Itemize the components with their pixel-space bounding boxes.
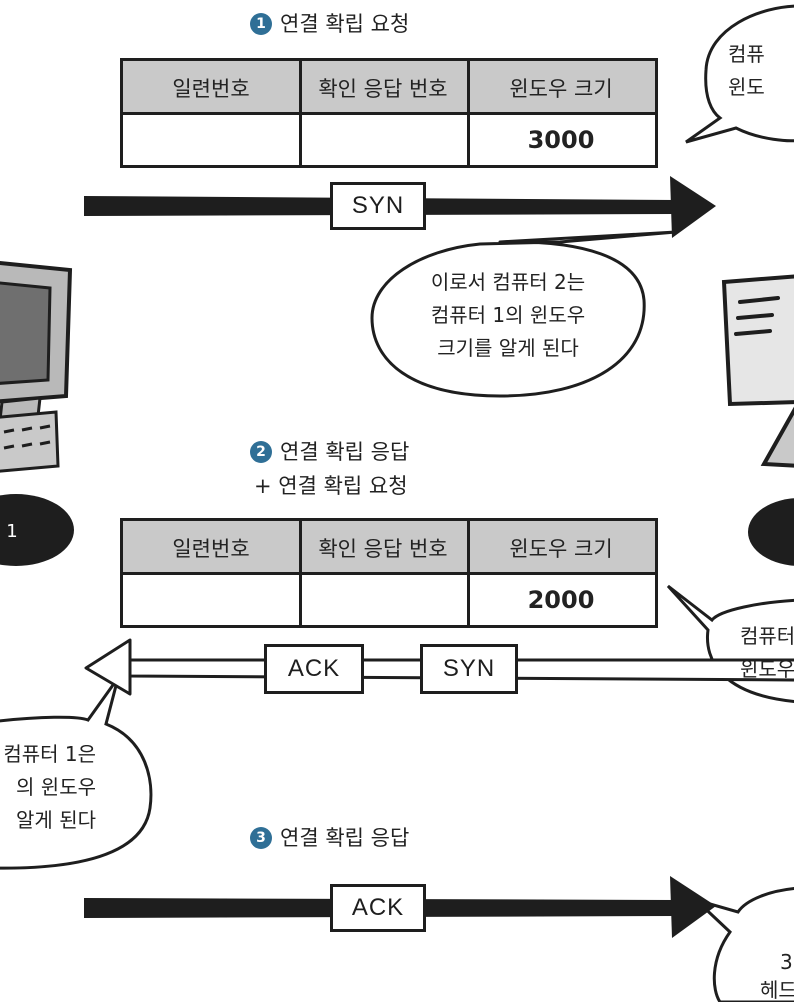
step-1-text: 연결 확립 요청 <box>280 10 409 38</box>
col-seq-label: 일련번호 <box>123 61 299 115</box>
bubble-line: 컴퓨터 1은 <box>0 738 96 771</box>
col-ack-label: 확인 응답 번호 <box>299 521 467 575</box>
bubble-line: 크기를 알게 된다 <box>418 332 598 365</box>
step-3-badge: 3 <box>250 827 272 849</box>
bubble-line: 의 윈도우 <box>0 771 96 804</box>
bubble-line: 윈도우 <box>740 653 794 686</box>
step-2-title: 2 연결 확립 응답 <box>250 438 409 466</box>
col-seq-label: 일련번호 <box>123 521 299 575</box>
bubble-line: 헤드 <box>760 976 794 1004</box>
step-2-text: 연결 확립 응답 <box>280 438 409 466</box>
computer-1-label: 1 <box>0 516 24 546</box>
window-size-value-1: 3000 <box>467 115 655 165</box>
bubble-mid-right-text: 컴퓨터 윈도우 <box>740 620 794 686</box>
step-3-text: 연결 확립 응답 <box>280 824 409 852</box>
bubble-mid-text: 이로서 컴퓨터 2는 컴퓨터 1의 윈도우 크기를 알게 된다 <box>418 266 598 365</box>
flag-ack-3: ACK <box>330 884 426 932</box>
step-1-badge: 1 <box>250 13 272 35</box>
tcp-header-1: 일련번호 확인 응답 번호 윈도우 크기 3000 <box>120 58 658 168</box>
flag-syn-1: SYN <box>330 182 426 230</box>
window-size-value-2: 2000 <box>467 575 655 625</box>
col-ack-label: 확인 응답 번호 <box>299 61 467 115</box>
bubble-line: 알게 된다 <box>0 804 96 837</box>
computer-2-icon <box>724 276 794 566</box>
bubble-left-text: 컴퓨터 1은 의 윈도우 알게 된다 <box>0 738 96 837</box>
bubble-line: 컴퓨터 1의 윈도우 <box>418 299 598 332</box>
step-3-title: 3 연결 확립 응답 <box>250 824 409 852</box>
col-window-label: 윈도우 크기 <box>467 61 655 115</box>
flag-syn-2: SYN <box>420 644 518 694</box>
tcp-header-2: 일련번호 확인 응답 번호 윈도우 크기 2000 <box>120 518 658 628</box>
step-1-title: 1 연결 확립 요청 <box>250 10 409 38</box>
step-2-line2: + 연결 확립 요청 <box>254 472 408 500</box>
bubble-line: 3 <box>760 948 794 976</box>
bubble-line: 윈도 <box>728 71 765 104</box>
bubble-line: 컴퓨 <box>728 38 765 71</box>
bubble-line: 컴퓨터 <box>740 620 794 653</box>
bubble-top-right-text: 컴퓨 윈도 <box>728 38 765 104</box>
bubble-line: 이로서 컴퓨터 2는 <box>418 266 598 299</box>
flag-ack-2: ACK <box>264 644 364 694</box>
step-2-badge: 2 <box>250 441 272 463</box>
bubble-bottom-right-text: 3 헤드 <box>760 948 794 1004</box>
col-window-label: 윈도우 크기 <box>467 521 655 575</box>
